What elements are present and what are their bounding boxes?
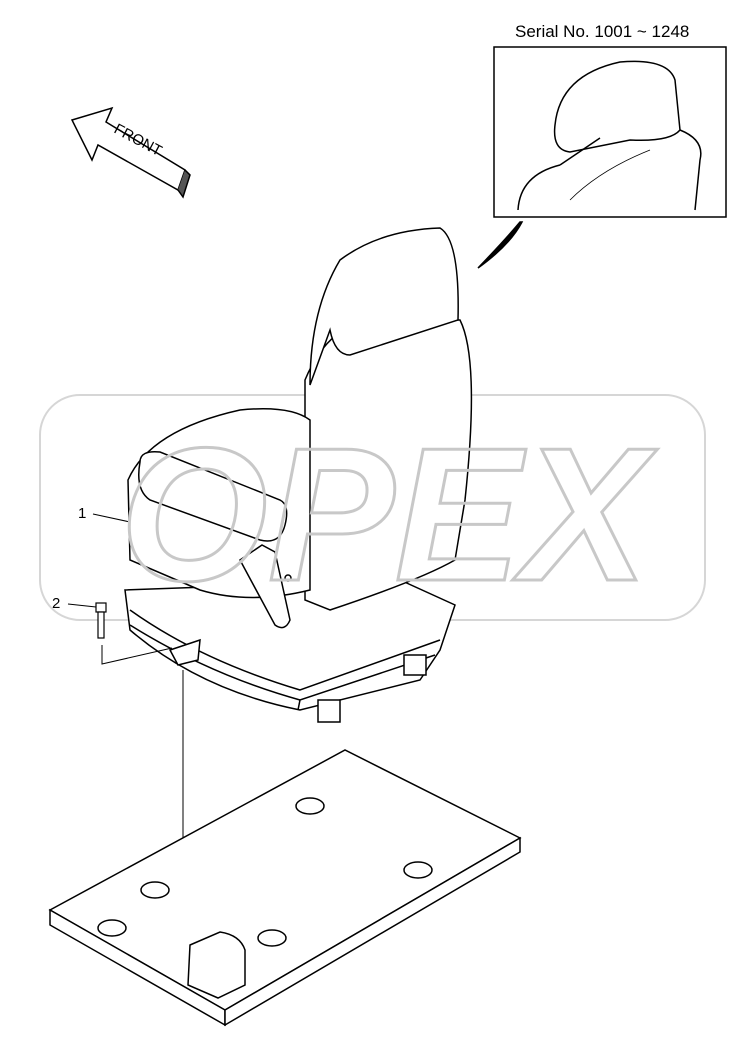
bolt-icon (95, 602, 107, 639)
serial-number-label: Serial No. 1001 ~ 1248 (515, 22, 690, 41)
callout-1: 1 (78, 505, 87, 522)
front-arrow-icon: FRONT (70, 106, 191, 199)
seat (124, 227, 473, 723)
opex-watermark: OPEX (120, 409, 658, 621)
callout-2: 2 (52, 595, 61, 612)
base-plate (48, 749, 522, 1027)
headrest-inset (477, 46, 727, 269)
